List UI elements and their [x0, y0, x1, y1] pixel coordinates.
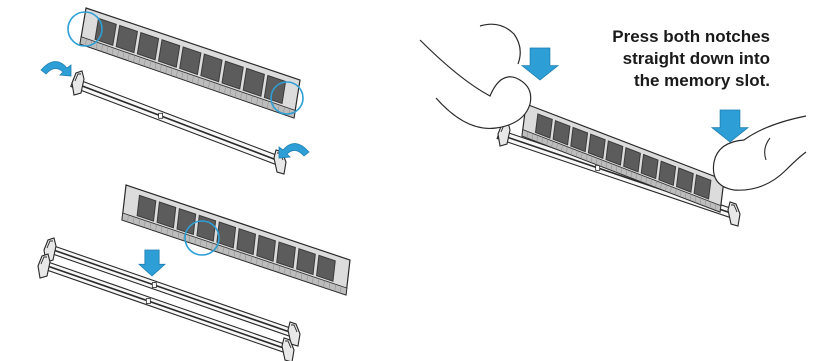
instruction-line-1: Press both notches — [548, 26, 770, 48]
down-arrow-icon — [712, 110, 748, 142]
step-open-latches-panel — [41, 8, 309, 174]
slot-groove — [47, 266, 289, 350]
slot-key — [146, 299, 150, 304]
instruction-text: Press both notches straight down into th… — [548, 26, 770, 92]
slot-key — [159, 113, 163, 118]
step-align-notch-panel — [38, 185, 350, 361]
finger-outline-left — [480, 24, 520, 64]
rotate-arrow-icon-left — [41, 61, 71, 76]
rotate-arrow-icon-right — [279, 143, 309, 158]
hand-icon-left — [420, 40, 531, 128]
instruction-line-2: straight down into — [548, 48, 770, 70]
memory-module-middle — [122, 185, 350, 295]
down-arrow-icon — [139, 250, 165, 276]
slot-key — [152, 283, 156, 288]
instruction-line-3: the memory slot. — [548, 70, 770, 92]
memory-module-installed — [522, 104, 724, 212]
memory-slot-b — [45, 262, 290, 354]
